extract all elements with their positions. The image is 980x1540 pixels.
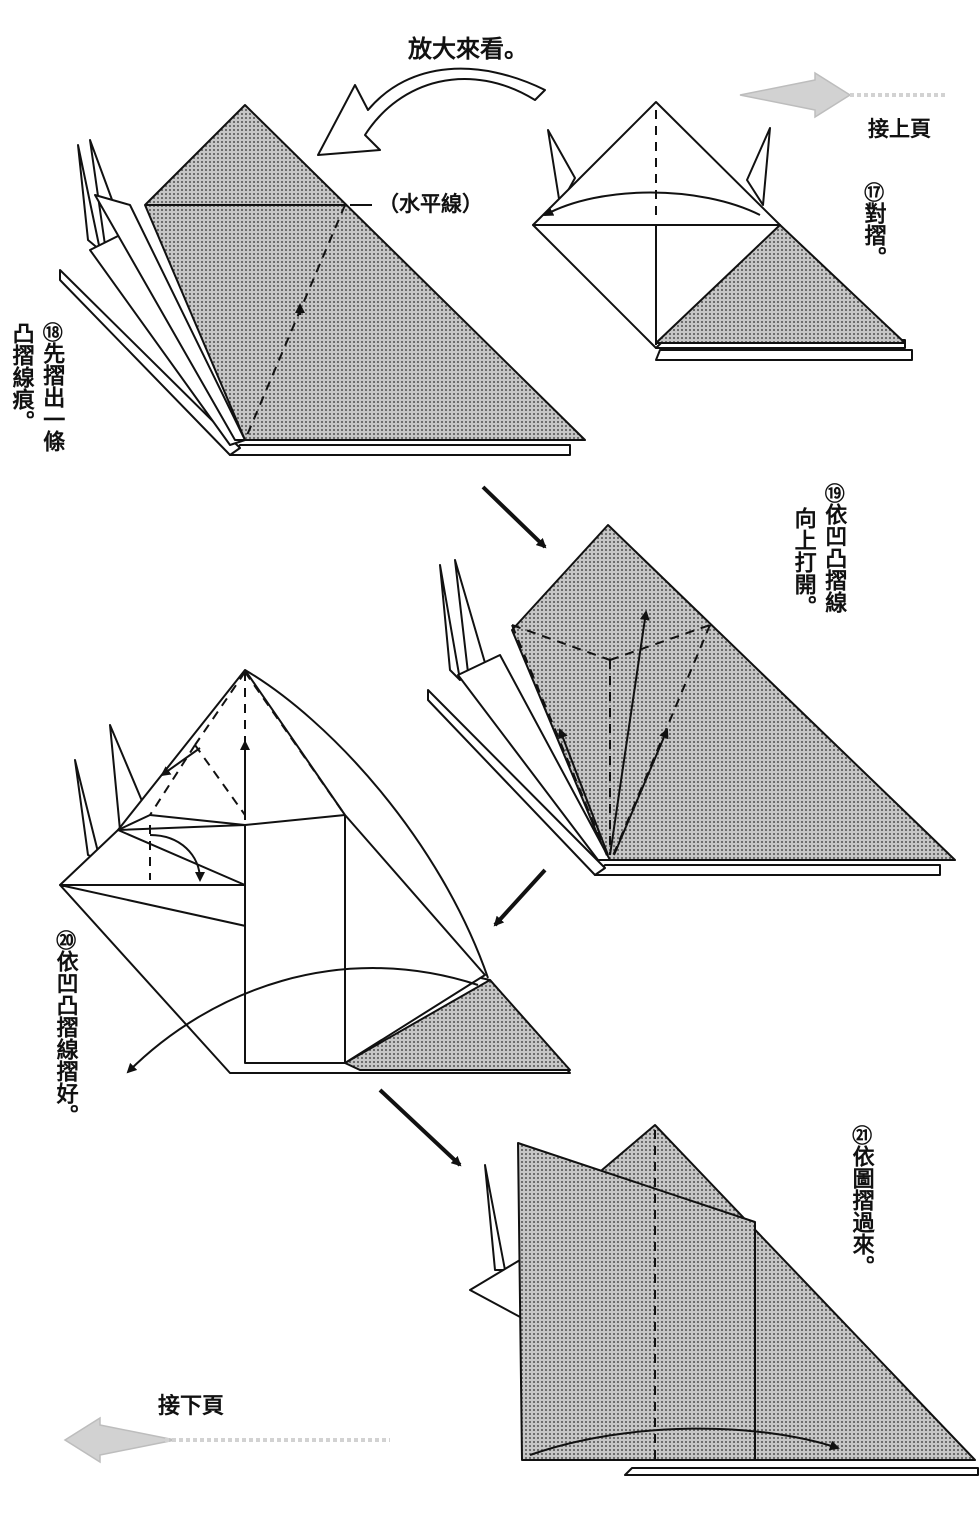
step-arrow-18-19 xyxy=(481,485,547,549)
step-arrow-20-21 xyxy=(378,1088,462,1167)
zoom-arrow-icon xyxy=(317,67,546,156)
horizontal-line-label: （水平線） xyxy=(378,192,483,216)
step20-number: ⑳ xyxy=(52,930,77,950)
step-arrow-19-20 xyxy=(493,868,547,927)
step18-figure xyxy=(59,104,586,456)
step17-caption: ⑰對摺。 xyxy=(860,182,886,268)
step17-text: 對摺。 xyxy=(860,202,886,268)
step21-figure xyxy=(469,1124,979,1476)
zoom-note: 放大來看。 xyxy=(408,35,528,63)
step18-number: ⑱ xyxy=(39,322,64,342)
step19-number: ⑲ xyxy=(821,483,846,503)
step19-figure xyxy=(427,524,956,876)
continue-to-label: 接下頁 xyxy=(158,1394,225,1419)
continue-to-arrow xyxy=(63,1416,390,1464)
step18-line1: 先摺出一條 xyxy=(39,342,65,452)
continue-from-arrow xyxy=(739,71,945,119)
step21-text: 依圖摺過來。 xyxy=(848,1145,874,1277)
step21-number: ㉑ xyxy=(848,1125,873,1145)
step18-line2: 凸摺線痕。 xyxy=(8,322,34,432)
step20-text: 依凹凸摺線摺好。 xyxy=(52,950,78,1126)
step19-line1: 依凹凸摺線 xyxy=(821,503,847,613)
step19-caption: ⑲依凹凸摺線 向上打開。 xyxy=(790,483,847,617)
step17-figure xyxy=(532,101,913,361)
step19-line2: 向上打開。 xyxy=(790,507,816,617)
continue-from-label: 接上頁 xyxy=(868,117,931,141)
step17-number: ⑰ xyxy=(860,182,885,202)
step21-caption: ㉑依圖摺過來。 xyxy=(848,1125,874,1277)
step20-figure xyxy=(59,669,571,1074)
step20-caption: ⑳依凹凸摺線摺好。 xyxy=(52,930,78,1126)
step18-caption: ⑱先摺出一條 凸摺線痕。 xyxy=(8,322,65,452)
